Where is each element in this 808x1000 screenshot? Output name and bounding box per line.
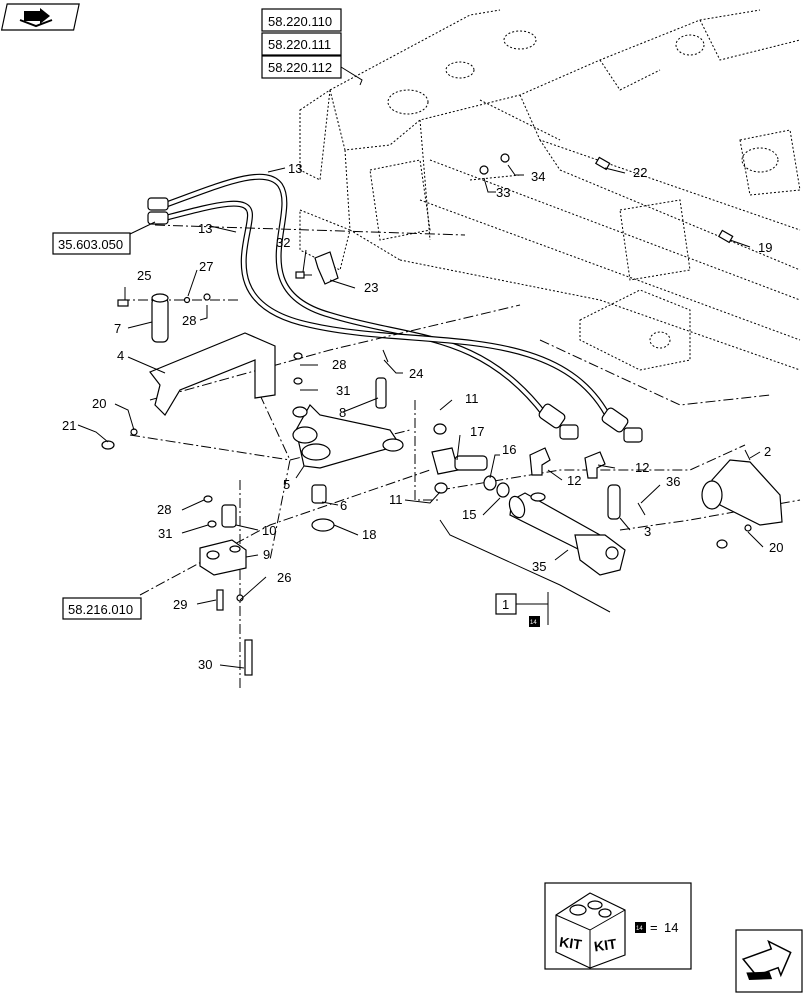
- small-pins: [117, 293, 211, 307]
- assembly-bracket-line: [439, 519, 611, 613]
- label-29: 29: [173, 597, 187, 612]
- callout-box-1[interactable]: 1: [495, 593, 548, 615]
- label-27: 27: [199, 259, 213, 274]
- label-20b: 20: [769, 540, 783, 555]
- label-22: 22: [633, 165, 647, 180]
- label-30: 30: [198, 657, 212, 672]
- label-34: 34: [531, 169, 545, 184]
- leader-lines: [77, 164, 764, 669]
- machine-frame: [299, 9, 801, 371]
- next-page-arrow-icon[interactable]: [735, 929, 803, 993]
- ref-58-220-110: 58.220.110: [268, 14, 332, 29]
- bearing-block: [199, 539, 247, 576]
- hose-fittings: [147, 197, 643, 443]
- pivot-pin: [375, 377, 387, 409]
- flat-washer: [311, 518, 335, 532]
- bushing-part: [151, 293, 169, 343]
- label-26: 26: [277, 570, 291, 585]
- kit-equals: =: [650, 920, 658, 935]
- label-9: 9: [263, 547, 270, 562]
- washers-upper: [293, 352, 303, 385]
- label-18: 18: [362, 527, 376, 542]
- sleeve-part: [221, 504, 237, 528]
- hydraulic-cylinder: [508, 492, 626, 576]
- label-28c: 28: [157, 502, 171, 517]
- label-31b: 31: [158, 526, 172, 541]
- label-20a: 20: [92, 396, 106, 411]
- label-4: 4: [117, 348, 124, 363]
- seal-rings: [483, 475, 510, 498]
- lever-arm: [292, 404, 404, 469]
- kit-legend: KIT KIT 14 = 14: [544, 882, 692, 970]
- label-5: 5: [283, 477, 290, 492]
- label-11b: 11: [389, 492, 403, 507]
- reference-box-35-603-050[interactable]: 35.603.050: [52, 221, 156, 255]
- cylinder-mount: [431, 423, 488, 494]
- lower-bolts: [216, 589, 253, 676]
- roll-pin: [382, 349, 389, 363]
- ref-58-220-111: 58.220.111: [268, 37, 331, 52]
- cylinder-pin: [607, 484, 621, 520]
- label-15: 15: [462, 507, 476, 522]
- kit-word-1: KIT: [558, 934, 583, 953]
- bracket-part: [149, 332, 276, 416]
- label-12b: 12: [635, 460, 649, 475]
- label-33: 33: [496, 185, 510, 200]
- svg-text:1: 1: [502, 597, 509, 612]
- label-8: 8: [339, 405, 346, 420]
- label-11a: 11: [465, 391, 479, 406]
- label-35: 35: [532, 559, 546, 574]
- label-2: 2: [764, 444, 771, 459]
- label-6: 6: [340, 498, 347, 513]
- book-arrow-icon[interactable]: [0, 3, 80, 31]
- svg-text:58.216.010: 58.216.010: [68, 602, 133, 617]
- elbow-fittings: [529, 447, 606, 479]
- label-3: 3: [644, 524, 651, 539]
- label-13b: 13: [198, 221, 212, 236]
- left-bolt-set: [101, 428, 138, 450]
- right-bolt-set: [716, 524, 752, 549]
- svg-text:35.603.050: 35.603.050: [58, 237, 123, 252]
- label-19: 19: [758, 240, 772, 255]
- cotter-pin: [637, 502, 646, 516]
- hydraulic-hose-lower: [162, 200, 613, 423]
- label-10: 10: [262, 523, 276, 538]
- reference-box-58-216-010[interactable]: 58.216.010: [62, 597, 142, 620]
- frame-bolts: [479, 153, 734, 244]
- part-labels: 13 13 32 23 33 34 22 19 25 27 7 28 4 28 …: [62, 161, 783, 672]
- clip-part: [314, 251, 339, 285]
- label-25: 25: [137, 268, 151, 283]
- label-13a: 13: [288, 161, 302, 176]
- label-28a: 28: [182, 313, 196, 328]
- label-28b: 28: [332, 357, 346, 372]
- bolt-part: [295, 271, 312, 279]
- svg-text:14: 14: [530, 620, 537, 626]
- label-23: 23: [364, 280, 378, 295]
- label-17: 17: [470, 424, 484, 439]
- hydraulic-hose-upper: [162, 173, 548, 418]
- label-36: 36: [666, 474, 680, 489]
- label-16: 16: [502, 442, 516, 457]
- label-12a: 12: [567, 473, 581, 488]
- ref-58-220-112: 58.220.112: [268, 60, 332, 75]
- washers-lower: [203, 495, 217, 528]
- label-31a: 31: [336, 383, 350, 398]
- anchor-bracket: [701, 459, 783, 526]
- label-32: 32: [276, 235, 290, 250]
- svg-text:14: 14: [636, 926, 643, 932]
- kit-word-2: KIT: [593, 935, 618, 954]
- kit-count: 14: [664, 920, 678, 935]
- spacer-part: [311, 484, 327, 504]
- kit-badge-small: 14: [529, 616, 540, 627]
- label-24: 24: [409, 366, 423, 381]
- reference-box-group-top[interactable]: 58.220.110 58.220.111 58.220.112: [261, 8, 363, 86]
- label-7: 7: [114, 321, 121, 336]
- label-21: 21: [62, 418, 76, 433]
